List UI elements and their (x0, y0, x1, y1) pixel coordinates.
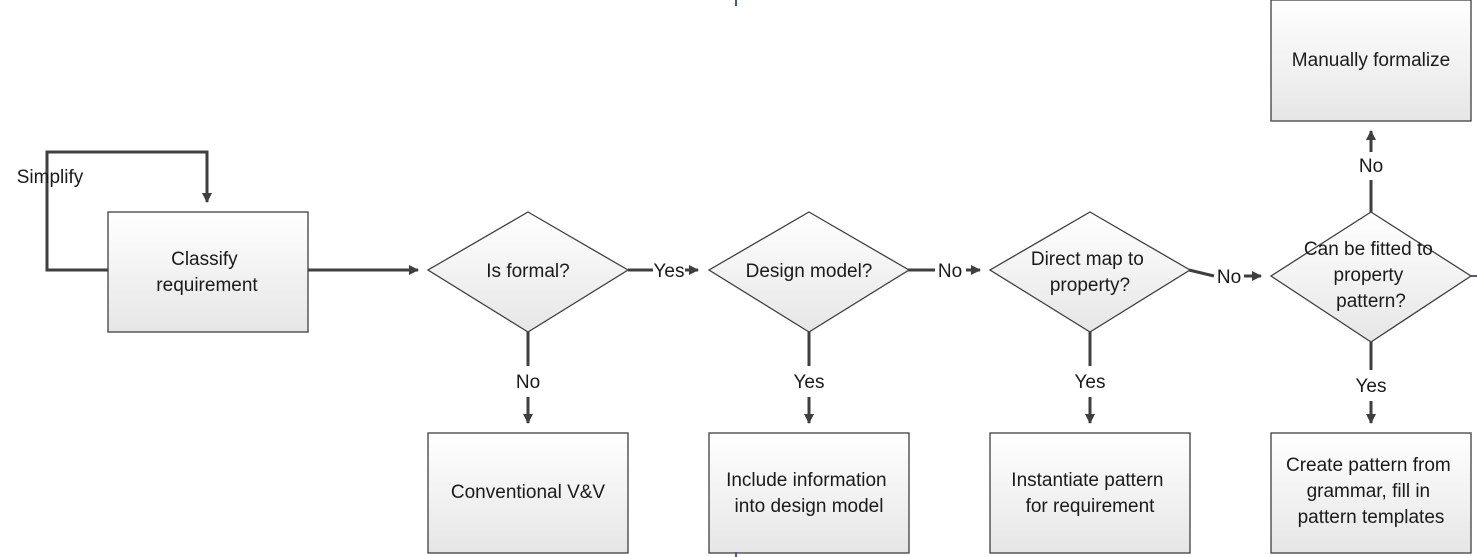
node-create-pattern (1270, 432, 1472, 554)
edge-label-fit-yes: Yes (1356, 376, 1387, 397)
label-can-be-fitted: Can be fitted to property pattern? (1304, 239, 1438, 312)
decision-can-be-fitted (1269, 211, 1473, 343)
label-design-model: Design model? (746, 261, 873, 282)
label-classify-requirement: Classify requirement (156, 249, 258, 296)
label-conventional-vv: Conventional V&V (451, 482, 606, 503)
edge-label-simplify: Simplify (17, 167, 84, 188)
edge-label-fit-no: No (1359, 156, 1383, 177)
node-include-information (708, 432, 910, 554)
decision-is-formal (426, 211, 630, 333)
label-direct-map: Direct map to property? (1031, 249, 1149, 296)
decision-design-model (707, 211, 911, 333)
edge-simplify-loop (45, 150, 212, 272)
edge-direct-no (1188, 268, 1215, 278)
label-include-information: Include information into design model (726, 470, 892, 517)
label-instantiate-pattern: Instantiate pattern for requirement (1011, 470, 1168, 517)
edge-label-formal-no: No (516, 372, 540, 393)
edge-label-design-yes: Yes (794, 372, 825, 393)
edge-label-formal-yes: Yes (654, 261, 685, 282)
label-is-formal: Is formal? (486, 261, 569, 282)
node-classify-requirement (107, 211, 309, 333)
node-instantiate-pattern (989, 432, 1191, 554)
node-conventional-vv (427, 432, 629, 554)
edge-label-direct-yes: Yes (1075, 372, 1106, 393)
node-manually-formalize (1270, 0, 1472, 122)
edge-label-design-no: No (938, 261, 962, 282)
label-manually-formalize: Manually formalize (1292, 50, 1450, 71)
decision-direct-map (988, 211, 1192, 333)
edge-label-direct-no: No (1217, 267, 1241, 288)
label-create-pattern: Create pattern from grammar, fill in pat… (1286, 455, 1456, 528)
